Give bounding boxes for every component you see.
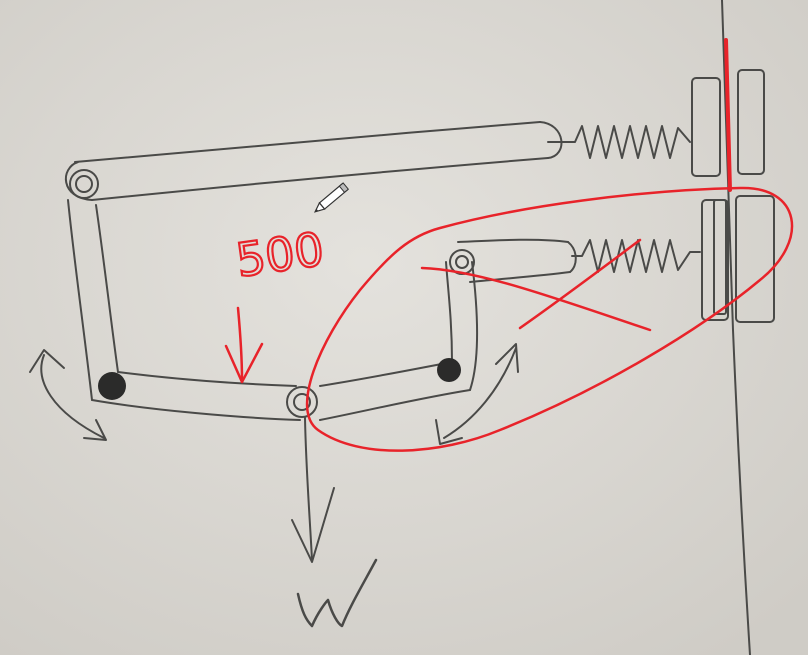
force-label: 500 xyxy=(233,222,327,288)
upper-brake-pads xyxy=(691,69,765,177)
wall xyxy=(721,0,751,655)
rotation-arrow-left xyxy=(29,349,107,441)
rotation-arrow-right xyxy=(435,343,519,445)
highlight-loop-red xyxy=(305,186,794,452)
lower-brake-pads xyxy=(701,195,775,323)
weight-symbol-w xyxy=(296,558,378,628)
load-joint xyxy=(286,386,318,418)
upper-spring xyxy=(547,125,691,159)
cross-mark-red xyxy=(420,238,652,332)
pencil-icon[interactable] xyxy=(313,182,350,215)
weight-label: W xyxy=(300,639,301,641)
load-arrow xyxy=(291,417,335,563)
force-arrow-red xyxy=(224,306,264,384)
pivot-right xyxy=(437,358,461,382)
frame-beam xyxy=(67,199,478,421)
contact-line-red xyxy=(724,38,732,192)
upper-lever-arm xyxy=(64,121,563,201)
lower-spring xyxy=(571,239,701,273)
lower-lever-arm xyxy=(449,238,577,283)
pivot-left xyxy=(98,372,126,400)
